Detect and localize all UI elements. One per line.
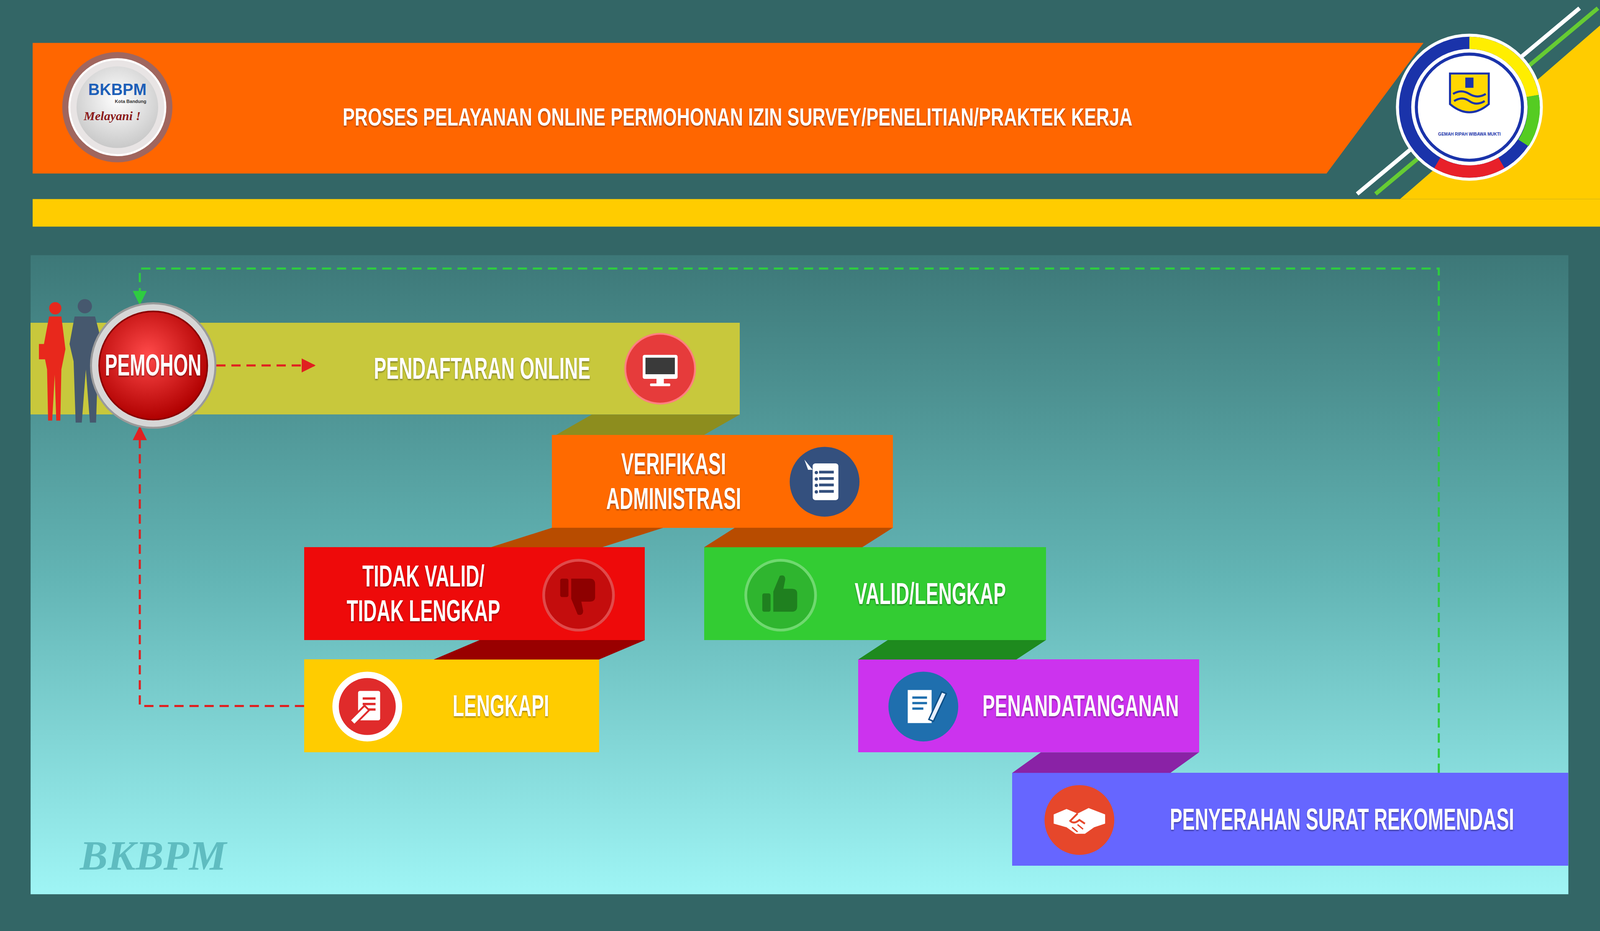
step-label: PENANDATANGANAN — [982, 689, 1180, 723]
title-banner — [32, 42, 1424, 174]
label-box: GEMAH RIPAH WIBAWA MUKTI — [1438, 129, 1501, 138]
step-label: TIDAK VALID/ TIDAK LENGKAP — [343, 558, 504, 629]
label-box: BKBPM — [88, 81, 147, 99]
result-band: TIDAK VALID/ TIDAK LENGKAP — [304, 546, 646, 640]
step-icon — [623, 331, 698, 406]
process-band: LENGKAPI — [304, 658, 600, 752]
text-area: PENYERAHAN SURAT REKOMENDASI — [1127, 772, 1557, 866]
step-icon — [541, 558, 616, 632]
text-area: VERIFIKASI ADMINISTRASI — [563, 434, 784, 528]
city-emblem — [1395, 33, 1543, 181]
result-band: VALID/LENGKAP — [704, 546, 1047, 640]
ribbon-connector — [556, 414, 740, 435]
logo-slogan: Melayani ! — [83, 108, 141, 123]
process-band: PENYERAHAN SURAT REKOMENDASI — [1012, 772, 1569, 866]
step-icon — [743, 558, 818, 632]
ribbon-connector — [858, 639, 1047, 659]
ribbon-connector — [490, 527, 664, 547]
step-label: PENDAFTARAN ONLINE — [374, 351, 591, 385]
step-label: VALID/LENGKAP — [854, 576, 1006, 611]
title: PROSES PELAYANAN ONLINE PERMOHONAN IZIN … — [342, 103, 1133, 131]
step-label: PENYERAHAN SURAT REKOMENDASI — [1169, 802, 1515, 836]
dashed-arrow — [139, 268, 1439, 773]
white-stripe — [1357, 8, 1580, 195]
text-area: VALID/LENGKAP — [821, 546, 1039, 640]
watermark: BKBPM — [79, 831, 227, 879]
logo-text: Kota Bandung — [115, 98, 147, 104]
start-circle: PEMOHON — [89, 302, 217, 429]
label-box: Kota Bandung — [115, 97, 147, 105]
step-icon — [886, 669, 961, 744]
text-area: PENDAFTARAN ONLINE — [336, 322, 628, 415]
step-label: PEMOHON — [104, 348, 202, 382]
text-area: TIDAK VALID/ TIDAK LENGKAP — [311, 546, 536, 640]
process-band: PENANDATANGANAN — [858, 658, 1200, 752]
label-box: Melayani ! — [83, 108, 141, 123]
ribbon-connector — [704, 527, 893, 547]
logo-text: BKBPM — [88, 80, 147, 99]
ribbon-connector — [433, 639, 645, 659]
step-label: LENGKAPI — [452, 689, 550, 723]
green-stripe — [1375, 8, 1598, 195]
ribbon-connector — [1012, 751, 1199, 773]
process-band: VERIFIKASI ADMINISTRASI — [551, 434, 893, 528]
emblem-motto: GEMAH RIPAH WIBAWA MUKTI — [1438, 131, 1501, 137]
dashed-arrow — [139, 427, 305, 706]
step-icon — [787, 444, 862, 519]
title-area: PROSES PELAYANAN ONLINE PERMOHONAN IZIN … — [173, 93, 1303, 141]
dashed-arrow — [216, 364, 315, 367]
text-area: LENGKAPI — [410, 658, 592, 752]
step-icon — [330, 669, 405, 744]
step-icon — [1042, 782, 1117, 857]
bkbpm-logo — [62, 51, 173, 162]
text-area: PEMOHON — [97, 302, 208, 429]
label-box: BKBPM — [79, 832, 227, 879]
main-panel — [30, 255, 1569, 895]
yellow-bar — [32, 199, 1600, 227]
text-area: PENANDATANGANAN — [967, 658, 1194, 752]
step-label: VERIFIKASI ADMINISTRASI — [592, 446, 754, 516]
